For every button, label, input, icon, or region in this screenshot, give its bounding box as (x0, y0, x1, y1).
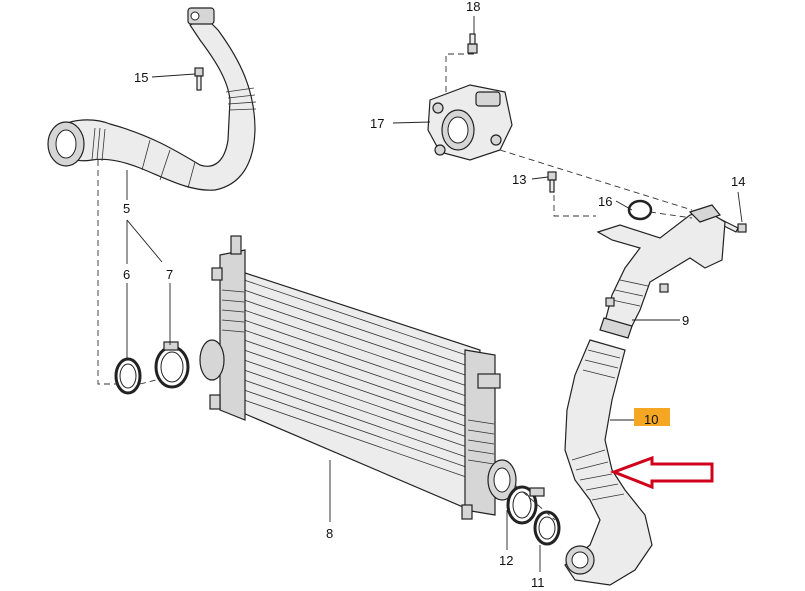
callout-7: 7 (166, 267, 173, 282)
callout-6: 6 (123, 267, 130, 282)
callout-15: 15 (134, 70, 148, 85)
callout-8: 8 (326, 526, 333, 541)
callout-17: 17 (370, 116, 384, 131)
callout-10: 10 (644, 412, 658, 427)
callout-11: 11 (531, 575, 545, 590)
o-ring-11 (533, 510, 561, 546)
highlight-box (634, 408, 670, 426)
leader-lines (126, 16, 743, 572)
callout-18: 18 (466, 0, 480, 14)
callout-9: 9 (682, 313, 689, 328)
left-outlet (199, 339, 225, 381)
callout-16: 16 (598, 194, 612, 209)
o-ring-16 (627, 199, 653, 221)
upper-air-hose (47, 7, 257, 191)
right-tank (464, 349, 496, 516)
callout-13: 13 (512, 172, 526, 187)
clamp-7 (154, 341, 190, 389)
o-ring-6 (114, 357, 142, 395)
callout-14: 14 (731, 174, 745, 189)
intake-pipe-9 (596, 204, 726, 339)
callout-12: 12 (499, 553, 513, 568)
assembly-lines (97, 53, 693, 521)
bolt-15 (194, 67, 204, 91)
red-arrow (609, 455, 714, 490)
intake-hose-10 (564, 339, 653, 586)
intercooler (199, 235, 517, 520)
bolt-18 (467, 33, 478, 54)
callout-5: 5 (123, 201, 130, 216)
clamp-12 (506, 485, 545, 525)
throttle-body (427, 84, 513, 161)
left-tank (219, 249, 246, 421)
bolt-13 (547, 171, 557, 193)
